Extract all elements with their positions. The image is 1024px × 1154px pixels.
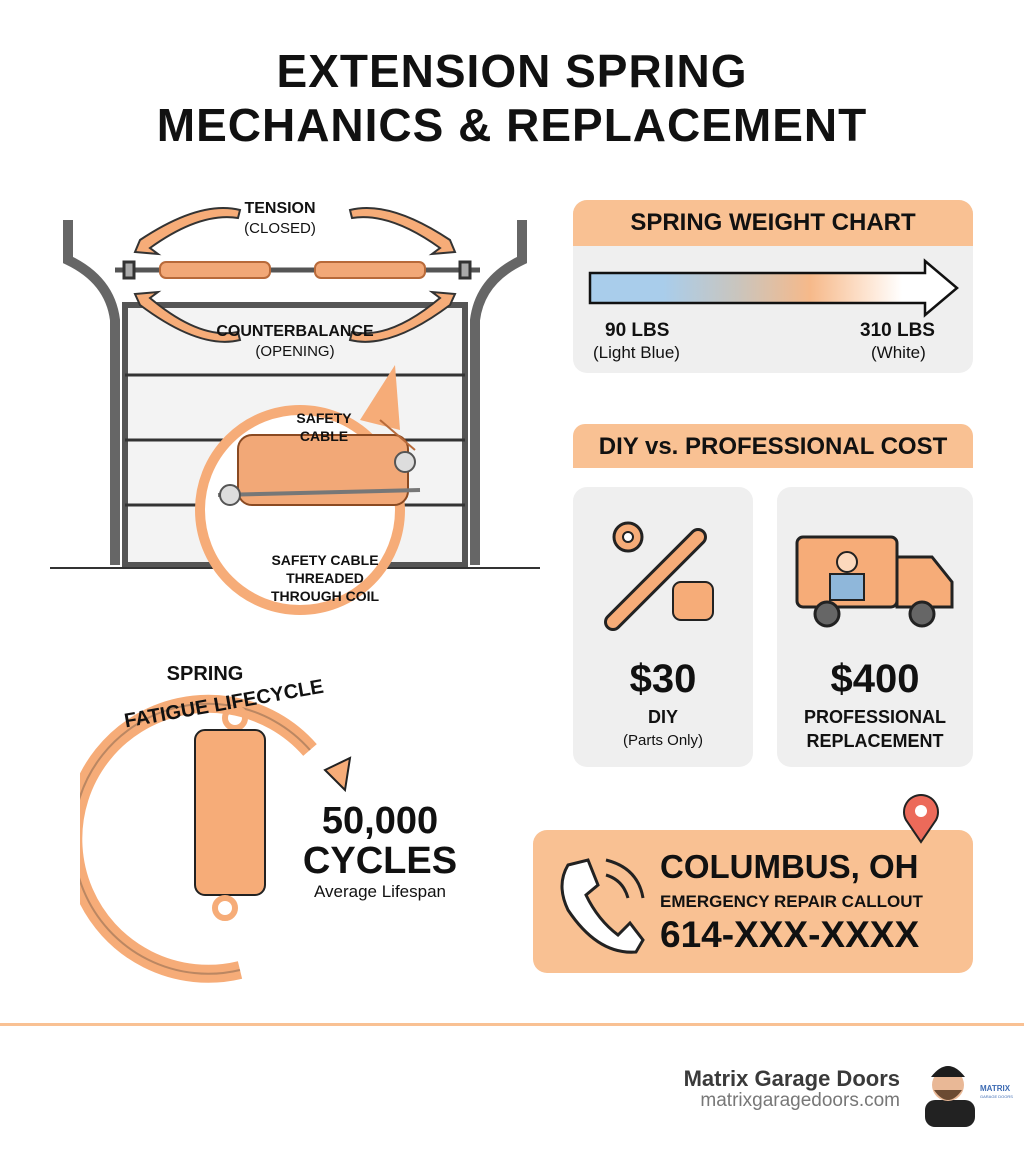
spring-icon	[194, 705, 266, 921]
tension-sub: (CLOSED)	[244, 220, 316, 237]
cycles-value: 50,000	[321, 800, 439, 842]
title-line-2: MECHANICS & REPLACEMENT	[156, 99, 868, 151]
cost-title: DIY vs. PROFESSIONAL COST	[573, 424, 973, 468]
footer-url[interactable]: matrixgaragedoors.com	[700, 1090, 900, 1111]
wrench-gear-spring-icon	[604, 521, 714, 631]
tension-arrows	[133, 207, 457, 343]
garage-door-diagram	[50, 207, 540, 615]
safety-cable-label-2: CABLE	[299, 428, 349, 444]
pro-label-2: REPLACEMENT	[806, 731, 944, 751]
min-weight: 90 LBS	[605, 320, 670, 341]
counterbalance-label: COUNTERBALANCE	[216, 323, 374, 340]
phone-icon[interactable]	[548, 850, 648, 960]
callout-label: EMERGENCY REPAIR CALLOUT	[660, 892, 923, 911]
max-weight: 310 LBS	[860, 320, 935, 341]
cycles-unit: CYCLES	[302, 840, 458, 882]
footer-logo: MATRIX	[980, 1084, 1011, 1093]
lifecycle-graphic: SPRING FATIGUE LIFECYCLE	[80, 663, 352, 983]
title-line-1: EXTENSION SPRING	[276, 45, 748, 97]
emergency-callout-card	[533, 830, 973, 973]
service-truck-icon	[795, 535, 954, 628]
pro-label-1: PROFESSIONAL	[803, 707, 946, 727]
tension-label: TENSION	[244, 200, 316, 217]
diy-label: DIY	[647, 707, 678, 727]
diy-price: $30	[629, 657, 697, 701]
footer-divider	[0, 1023, 1024, 1026]
caption-line: SAFETY CABLE	[271, 552, 379, 568]
lifecycle-title-1: SPRING	[167, 663, 244, 685]
diy-card: $30 DIY (Parts Only)	[573, 487, 753, 767]
caption-line: THREADED	[286, 570, 364, 586]
safety-cable-label: SAFETY	[296, 410, 352, 426]
diy-sub: (Parts Only)	[622, 732, 703, 749]
coil-closeup-icon	[217, 434, 421, 506]
pro-card: $400 PROFESSIONAL REPLACEMENT	[777, 487, 973, 767]
pro-price: $400	[830, 657, 920, 701]
min-color: (Light Blue)	[593, 343, 680, 362]
weight-gradient-arrow	[588, 258, 959, 318]
location-pin-icon	[903, 794, 939, 844]
footer-company: Matrix Garage Doors	[683, 1066, 900, 1091]
weight-chart-title: SPRING WEIGHT CHART	[573, 200, 973, 246]
callout-phone[interactable]: 614-XXX-XXXX	[660, 914, 920, 955]
cycles-sub: Average Lifespan	[313, 882, 446, 901]
caption-line: THROUGH COIL	[270, 588, 380, 604]
callout-caption: SAFETY CABLE THREADED THROUGH COIL	[230, 551, 420, 605]
mascot-avatar	[925, 1066, 975, 1127]
callout-city: COLUMBUS, OH	[660, 848, 919, 885]
counterbalance-sub: (OPENING)	[255, 343, 335, 360]
footer-logo-sub: GARAGE DOORS	[980, 1094, 1013, 1099]
extension-springs	[159, 261, 426, 279]
max-color: (White)	[871, 343, 926, 362]
